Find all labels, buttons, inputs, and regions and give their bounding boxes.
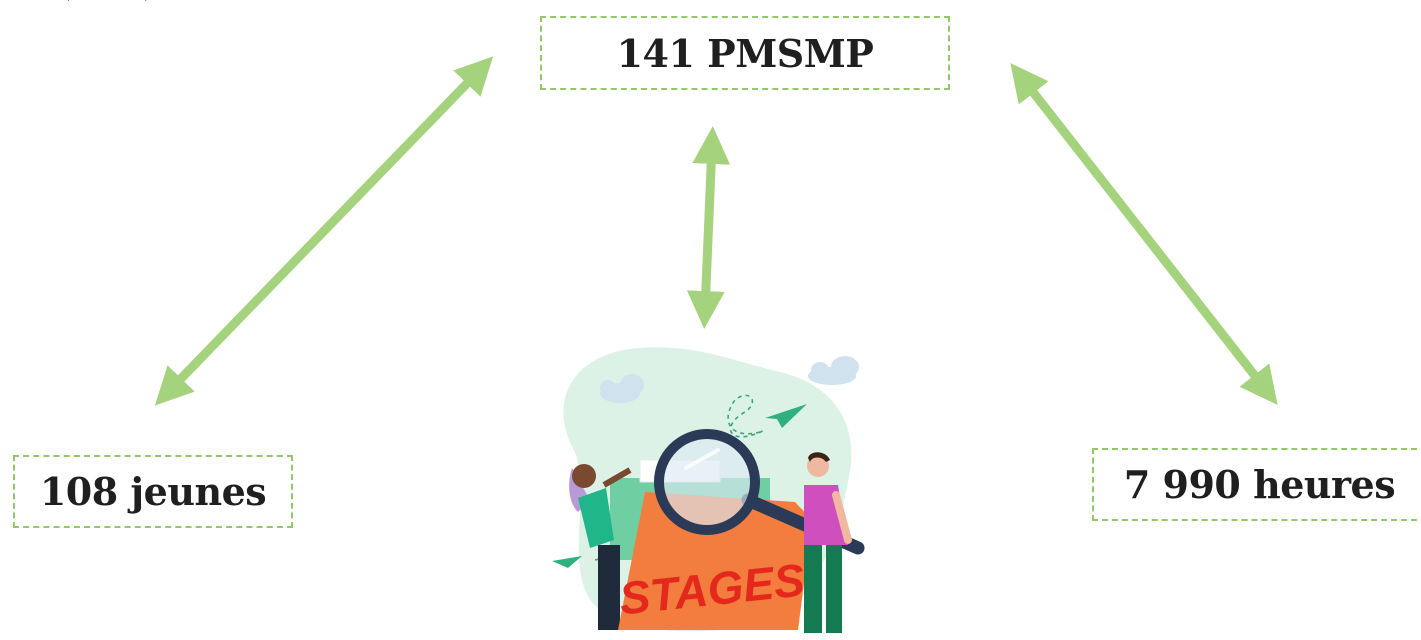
- stages-illustration: STAGES: [552, 347, 865, 633]
- arrow-left-to-center: [154, 56, 494, 406]
- paper-plane-icon: [552, 556, 582, 568]
- cropped-header-text: (1 5): [55, 0, 285, 10]
- man-figure: [804, 452, 852, 633]
- cloud-icon: [600, 374, 644, 403]
- stages-folder: [618, 492, 812, 630]
- flight-path-line: [727, 394, 766, 438]
- youth-count-label: 108 jeunes: [39, 469, 267, 514]
- youth-count-box: 108 jeunes: [13, 455, 293, 528]
- hours-count-label: 7 990 heures: [1123, 462, 1396, 507]
- pmsmp-count-label: 141 PMSMP: [616, 30, 874, 76]
- paper-plane-icon: [765, 404, 807, 428]
- pmsmp-count-box: 141 PMSMP: [540, 16, 950, 90]
- cloud-icon: [808, 356, 859, 385]
- hours-count-box: 7 990 heures: [1092, 448, 1421, 521]
- woman-figure: [569, 464, 632, 630]
- arrow-vertical-center: [686, 126, 731, 329]
- arrow-right-to-center: [1010, 63, 1278, 405]
